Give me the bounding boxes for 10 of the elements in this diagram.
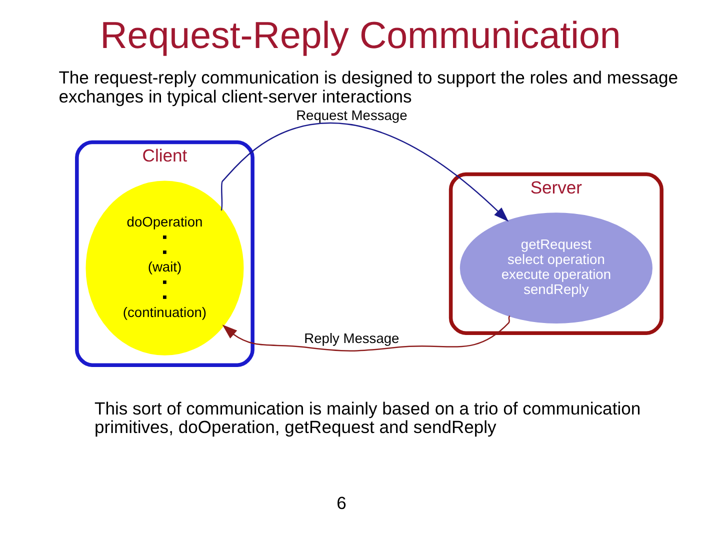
node-circle: doOperation ▪ ▪ (wait) ▪ ▪ (continuation) <box>85 180 244 356</box>
label: This sort of communication is mainly based on a trio of communication primitives, doOperation, getRequest and sendReply <box>94 398 640 438</box>
diagram-title: Request-Reply Communication <box>100 14 620 56</box>
arrow <box>222 316 510 352</box>
label: The request-reply communication is designed to support the roles and message exchanges in typical client-server interactions <box>58 68 678 106</box>
edge-label: Request Message <box>296 108 407 123</box>
edge-label: Reply Message <box>304 331 399 346</box>
node-ellipse: getRequest select operation execute operation sendReply <box>459 212 652 324</box>
arrow <box>220 122 508 222</box>
label: 6 <box>336 493 346 514</box>
